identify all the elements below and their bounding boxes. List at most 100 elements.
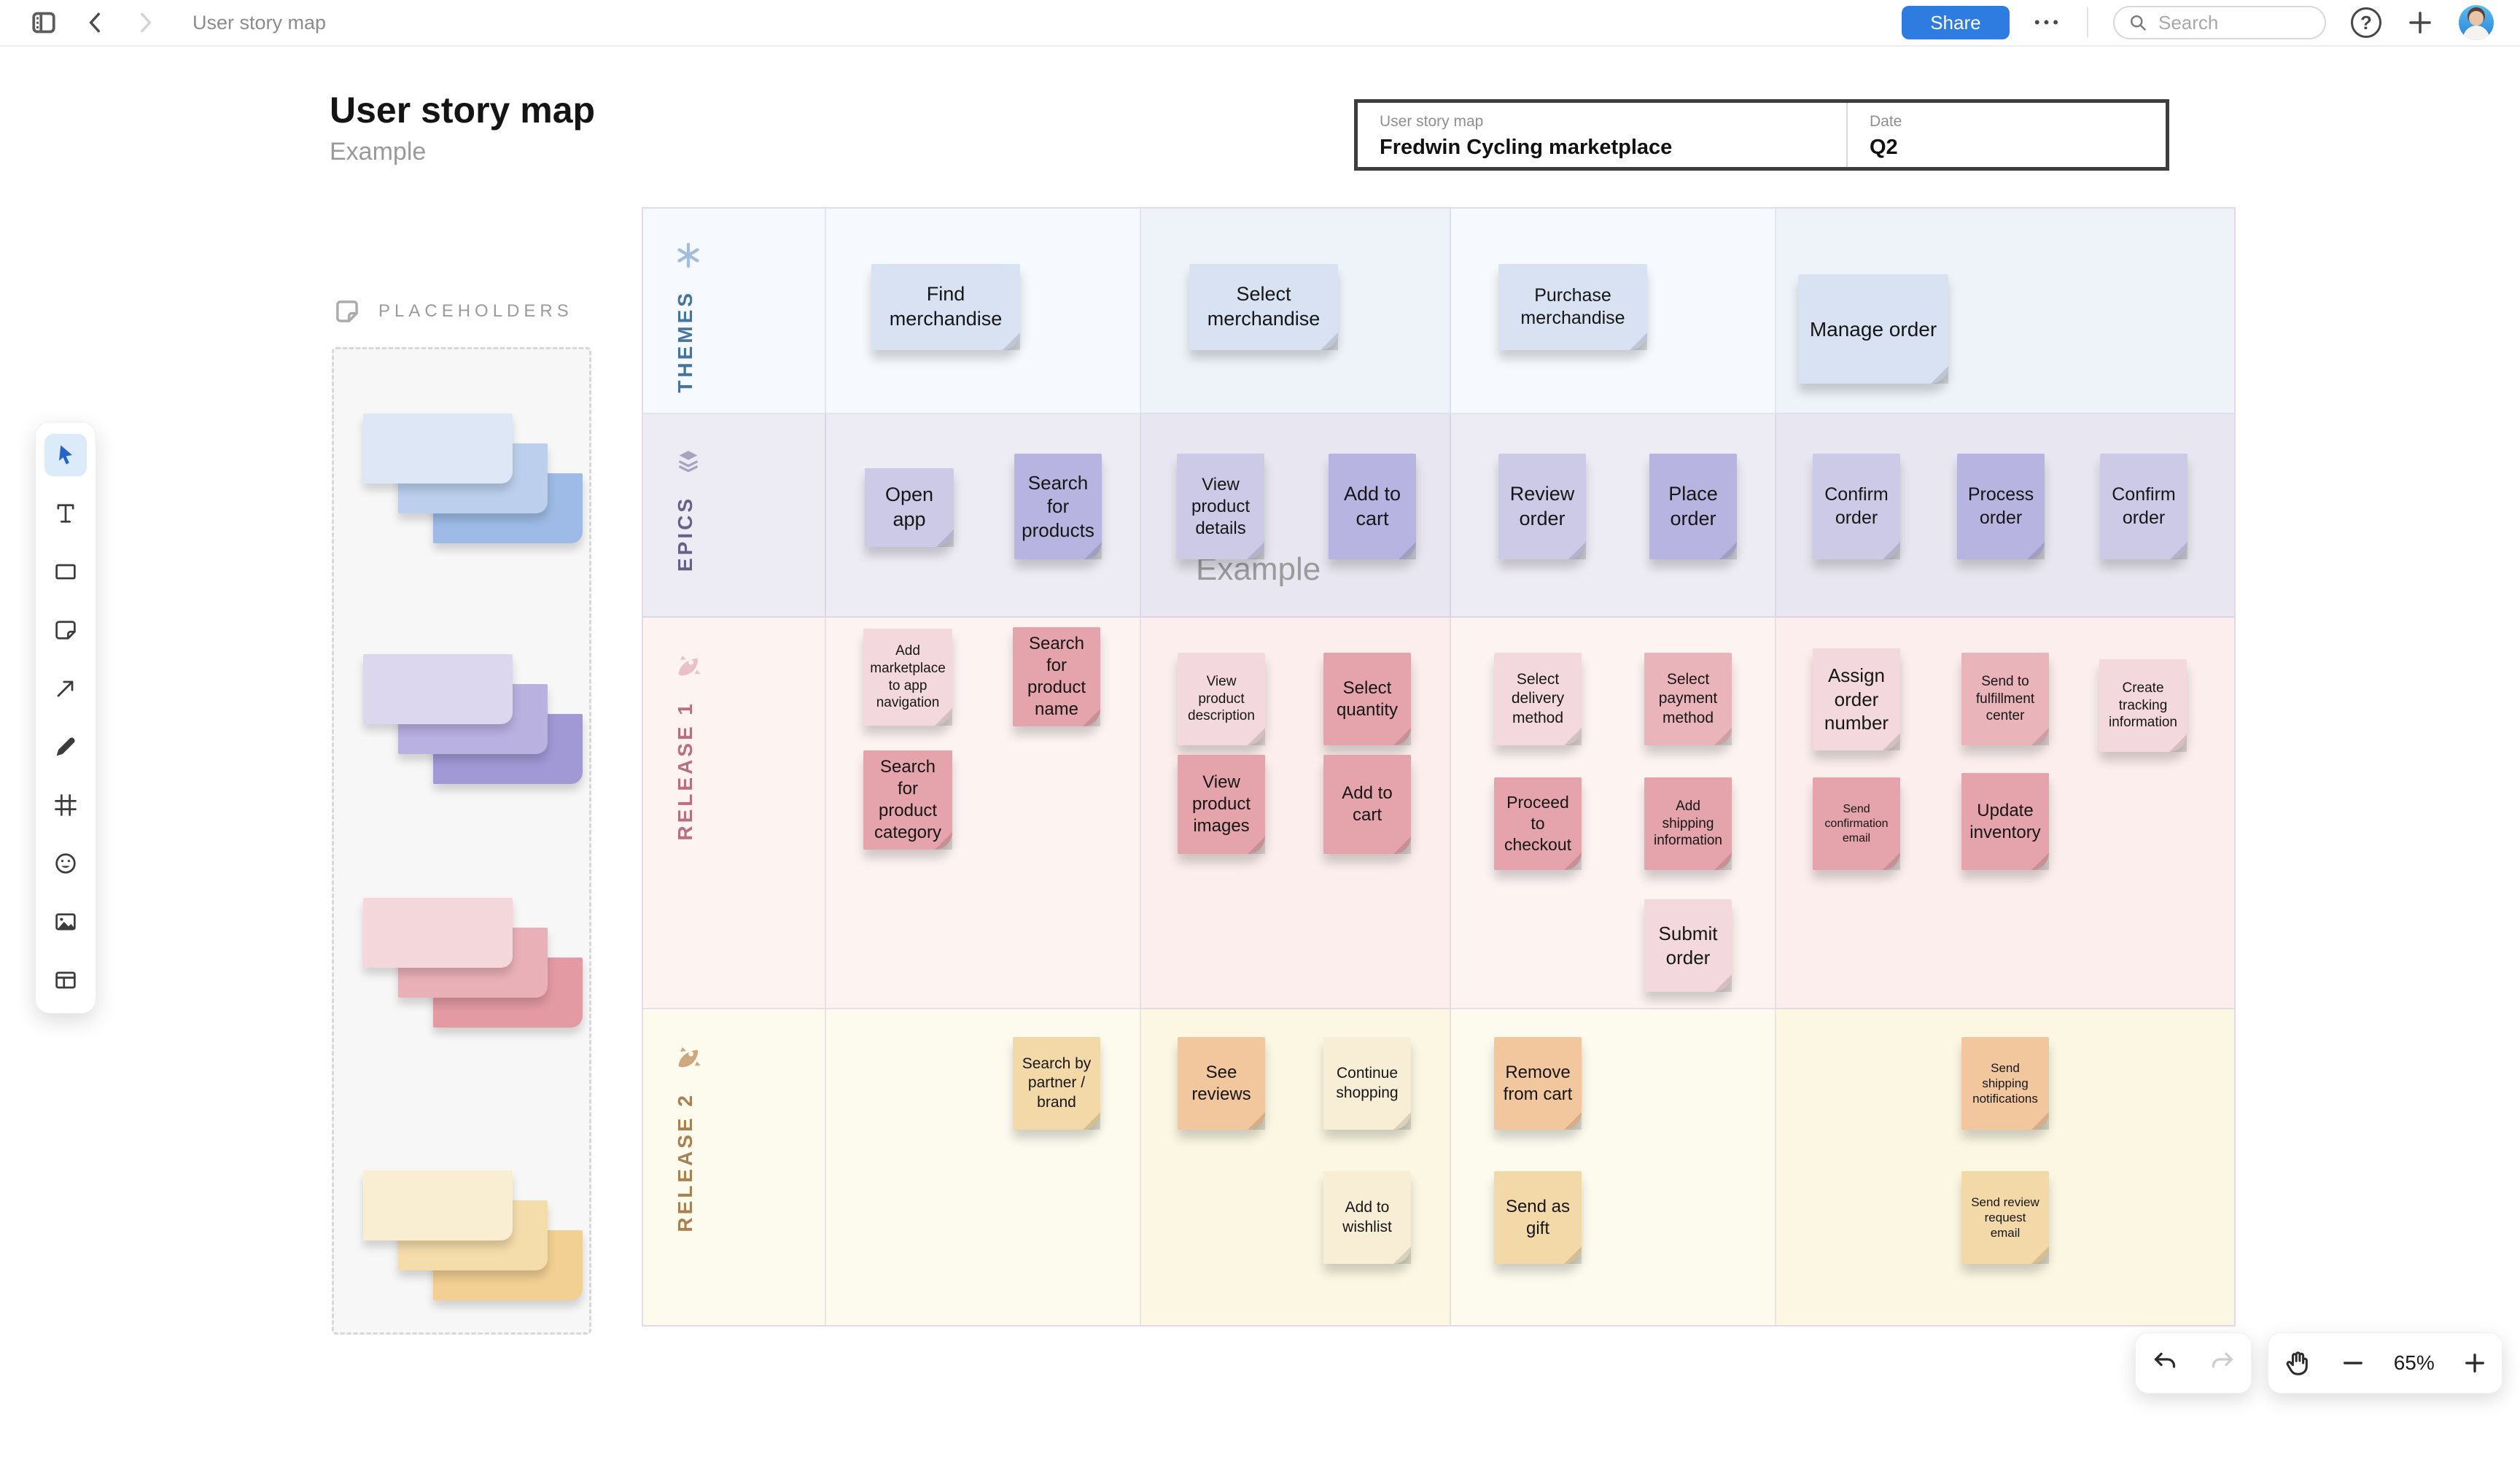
sticky-note[interactable]: Review order <box>1498 454 1586 559</box>
tool-table-button[interactable] <box>44 959 87 1001</box>
sticky-note[interactable]: Send confirmation email <box>1813 777 1900 870</box>
sticky-note[interactable]: Continue shopping <box>1323 1037 1411 1130</box>
sticky-note[interactable]: Select payment method <box>1644 653 1732 745</box>
sticky-note[interactable]: Send as gift <box>1494 1171 1582 1264</box>
sticky-note[interactable]: Open app <box>865 468 954 547</box>
document-title: User story map <box>192 11 327 34</box>
sticky-note[interactable]: Search for product category <box>863 750 952 850</box>
add-button[interactable] <box>2406 9 2434 36</box>
sticky-note[interactable]: View product description <box>1178 653 1265 745</box>
sticky-note[interactable]: Submit order <box>1644 899 1732 992</box>
chevron-left-icon <box>89 12 100 33</box>
zoom-out-button[interactable] <box>2340 1350 2366 1376</box>
pink-note-stack[interactable] <box>363 898 583 1029</box>
page-title: User story map <box>330 90 596 131</box>
avatar[interactable] <box>2459 5 2494 40</box>
sticky-note[interactable]: Send shipping notifications <box>1961 1037 2049 1130</box>
sticky-note[interactable]: Find merchandise <box>871 264 1020 350</box>
sticky-note[interactable]: View product details <box>1177 454 1264 559</box>
asterisk-icon <box>677 242 699 268</box>
search-box[interactable] <box>2113 6 2326 39</box>
placeholder-note <box>363 654 513 724</box>
sticky-note[interactable]: Manage order <box>1798 274 1948 384</box>
story-map-header-card[interactable]: User story map Fredwin Cycling marketpla… <box>1354 99 2169 171</box>
sticky-note[interactable]: Proceed to checkout <box>1494 777 1582 870</box>
share-button[interactable]: Share <box>1901 6 2010 39</box>
tool-image-button[interactable] <box>44 901 87 943</box>
sticky-note[interactable]: Add to cart <box>1329 454 1416 559</box>
sticky-note[interactable]: Update inventory <box>1961 773 2049 870</box>
purple-note-stack[interactable] <box>363 654 583 785</box>
back-button[interactable] <box>83 10 108 35</box>
sticky-note-icon <box>336 300 358 322</box>
minus-icon <box>2344 1362 2363 1364</box>
top-bar: User story map Share ••• ? <box>0 0 2520 47</box>
sticky-note[interactable]: Place order <box>1649 454 1737 559</box>
sticky-note[interactable]: Select delivery method <box>1494 653 1582 745</box>
sticky-note[interactable]: Select merchandise <box>1189 264 1338 350</box>
sticky-note[interactable]: Select quantity <box>1323 653 1411 745</box>
forward-button[interactable] <box>133 10 158 35</box>
undo-button[interactable] <box>2150 1348 2179 1378</box>
sticky-note[interactable]: Send to fulfillment center <box>1961 653 2049 745</box>
topbar-divider <box>2087 7 2088 38</box>
tool-shape-button[interactable] <box>44 551 87 593</box>
sticky-note[interactable]: Add to wishlist <box>1323 1171 1411 1264</box>
sticky-note[interactable]: Assign order number <box>1813 648 1900 750</box>
tool-palette <box>35 422 96 1014</box>
undo-icon <box>2154 1352 2175 1368</box>
sticky-note[interactable]: Remove from cart <box>1494 1037 1582 1130</box>
sticky-note[interactable]: See reviews <box>1178 1037 1265 1130</box>
row-label-themes: THEMES <box>643 209 826 414</box>
zoom-in-button[interactable] <box>2462 1350 2488 1376</box>
redo-button[interactable] <box>2208 1348 2237 1378</box>
text-icon <box>57 504 74 523</box>
sticky-note[interactable]: Process order <box>1957 454 2045 559</box>
tool-emoji-button[interactable] <box>44 842 87 885</box>
tool-sticky-note-button[interactable] <box>44 609 87 651</box>
page-subtitle: Example <box>330 138 427 166</box>
placeholders-header: PLACEHOLDERS <box>332 296 573 327</box>
blue-note-stack[interactable] <box>363 413 583 545</box>
sticky-note[interactable]: Search for products <box>1014 454 1102 559</box>
yellow-note-stack[interactable] <box>363 1170 583 1302</box>
search-input[interactable] <box>2158 11 2304 34</box>
tool-pen-button[interactable] <box>44 726 87 768</box>
hand-tool-button[interactable] <box>2282 1348 2313 1378</box>
help-button[interactable]: ? <box>2351 7 2381 38</box>
sticky-note[interactable]: Add shipping information <box>1644 777 1732 870</box>
tool-frame-button[interactable] <box>44 784 87 826</box>
rocket-icon <box>678 655 701 676</box>
sidebar-toggle-button[interactable] <box>29 8 58 37</box>
tool-arrow-button[interactable] <box>44 667 87 710</box>
sticky-note-icon <box>55 621 76 640</box>
chevron-right-icon <box>141 12 152 33</box>
more-options-button[interactable]: ••• <box>2034 13 2062 31</box>
placeholder-note <box>363 413 513 484</box>
sticky-note[interactable]: Search by partner / brand <box>1013 1037 1100 1130</box>
placeholders-label: PLACEHOLDERS <box>378 301 573 321</box>
row-label-epics: EPICS <box>643 414 826 618</box>
tool-text-button[interactable] <box>44 492 87 535</box>
sticky-note[interactable]: Search for product name <box>1013 627 1100 726</box>
sticky-note[interactable]: Send review request email <box>1961 1171 2049 1264</box>
sticky-note[interactable]: Create tracking information <box>2099 659 2187 752</box>
sticky-note[interactable]: Add marketplace to app navigation <box>863 629 952 726</box>
plus-icon <box>2465 1354 2485 1372</box>
zoom-controls: 65% <box>2268 1332 2502 1394</box>
sticky-note[interactable]: Add to cart <box>1323 755 1411 854</box>
sticky-note[interactable]: Confirm order <box>2100 454 2188 559</box>
rectangle-icon <box>55 564 76 580</box>
row-label-release-1: RELEASE 1 <box>643 618 826 1009</box>
sticky-note[interactable]: View product images <box>1178 755 1265 854</box>
history-controls <box>2135 1332 2252 1394</box>
row-label-release-2: RELEASE 2 <box>643 1009 826 1325</box>
plus-icon <box>2409 12 2431 34</box>
sticky-note[interactable]: Confirm order <box>1813 454 1900 559</box>
sticky-note[interactable]: Purchase merchandise <box>1498 264 1647 350</box>
frame-icon <box>55 794 77 816</box>
zoom-level[interactable]: 65% <box>2393 1351 2435 1374</box>
placeholder-note <box>363 898 513 968</box>
question-mark-icon: ? <box>2351 7 2381 38</box>
tool-select-button[interactable] <box>44 434 87 476</box>
